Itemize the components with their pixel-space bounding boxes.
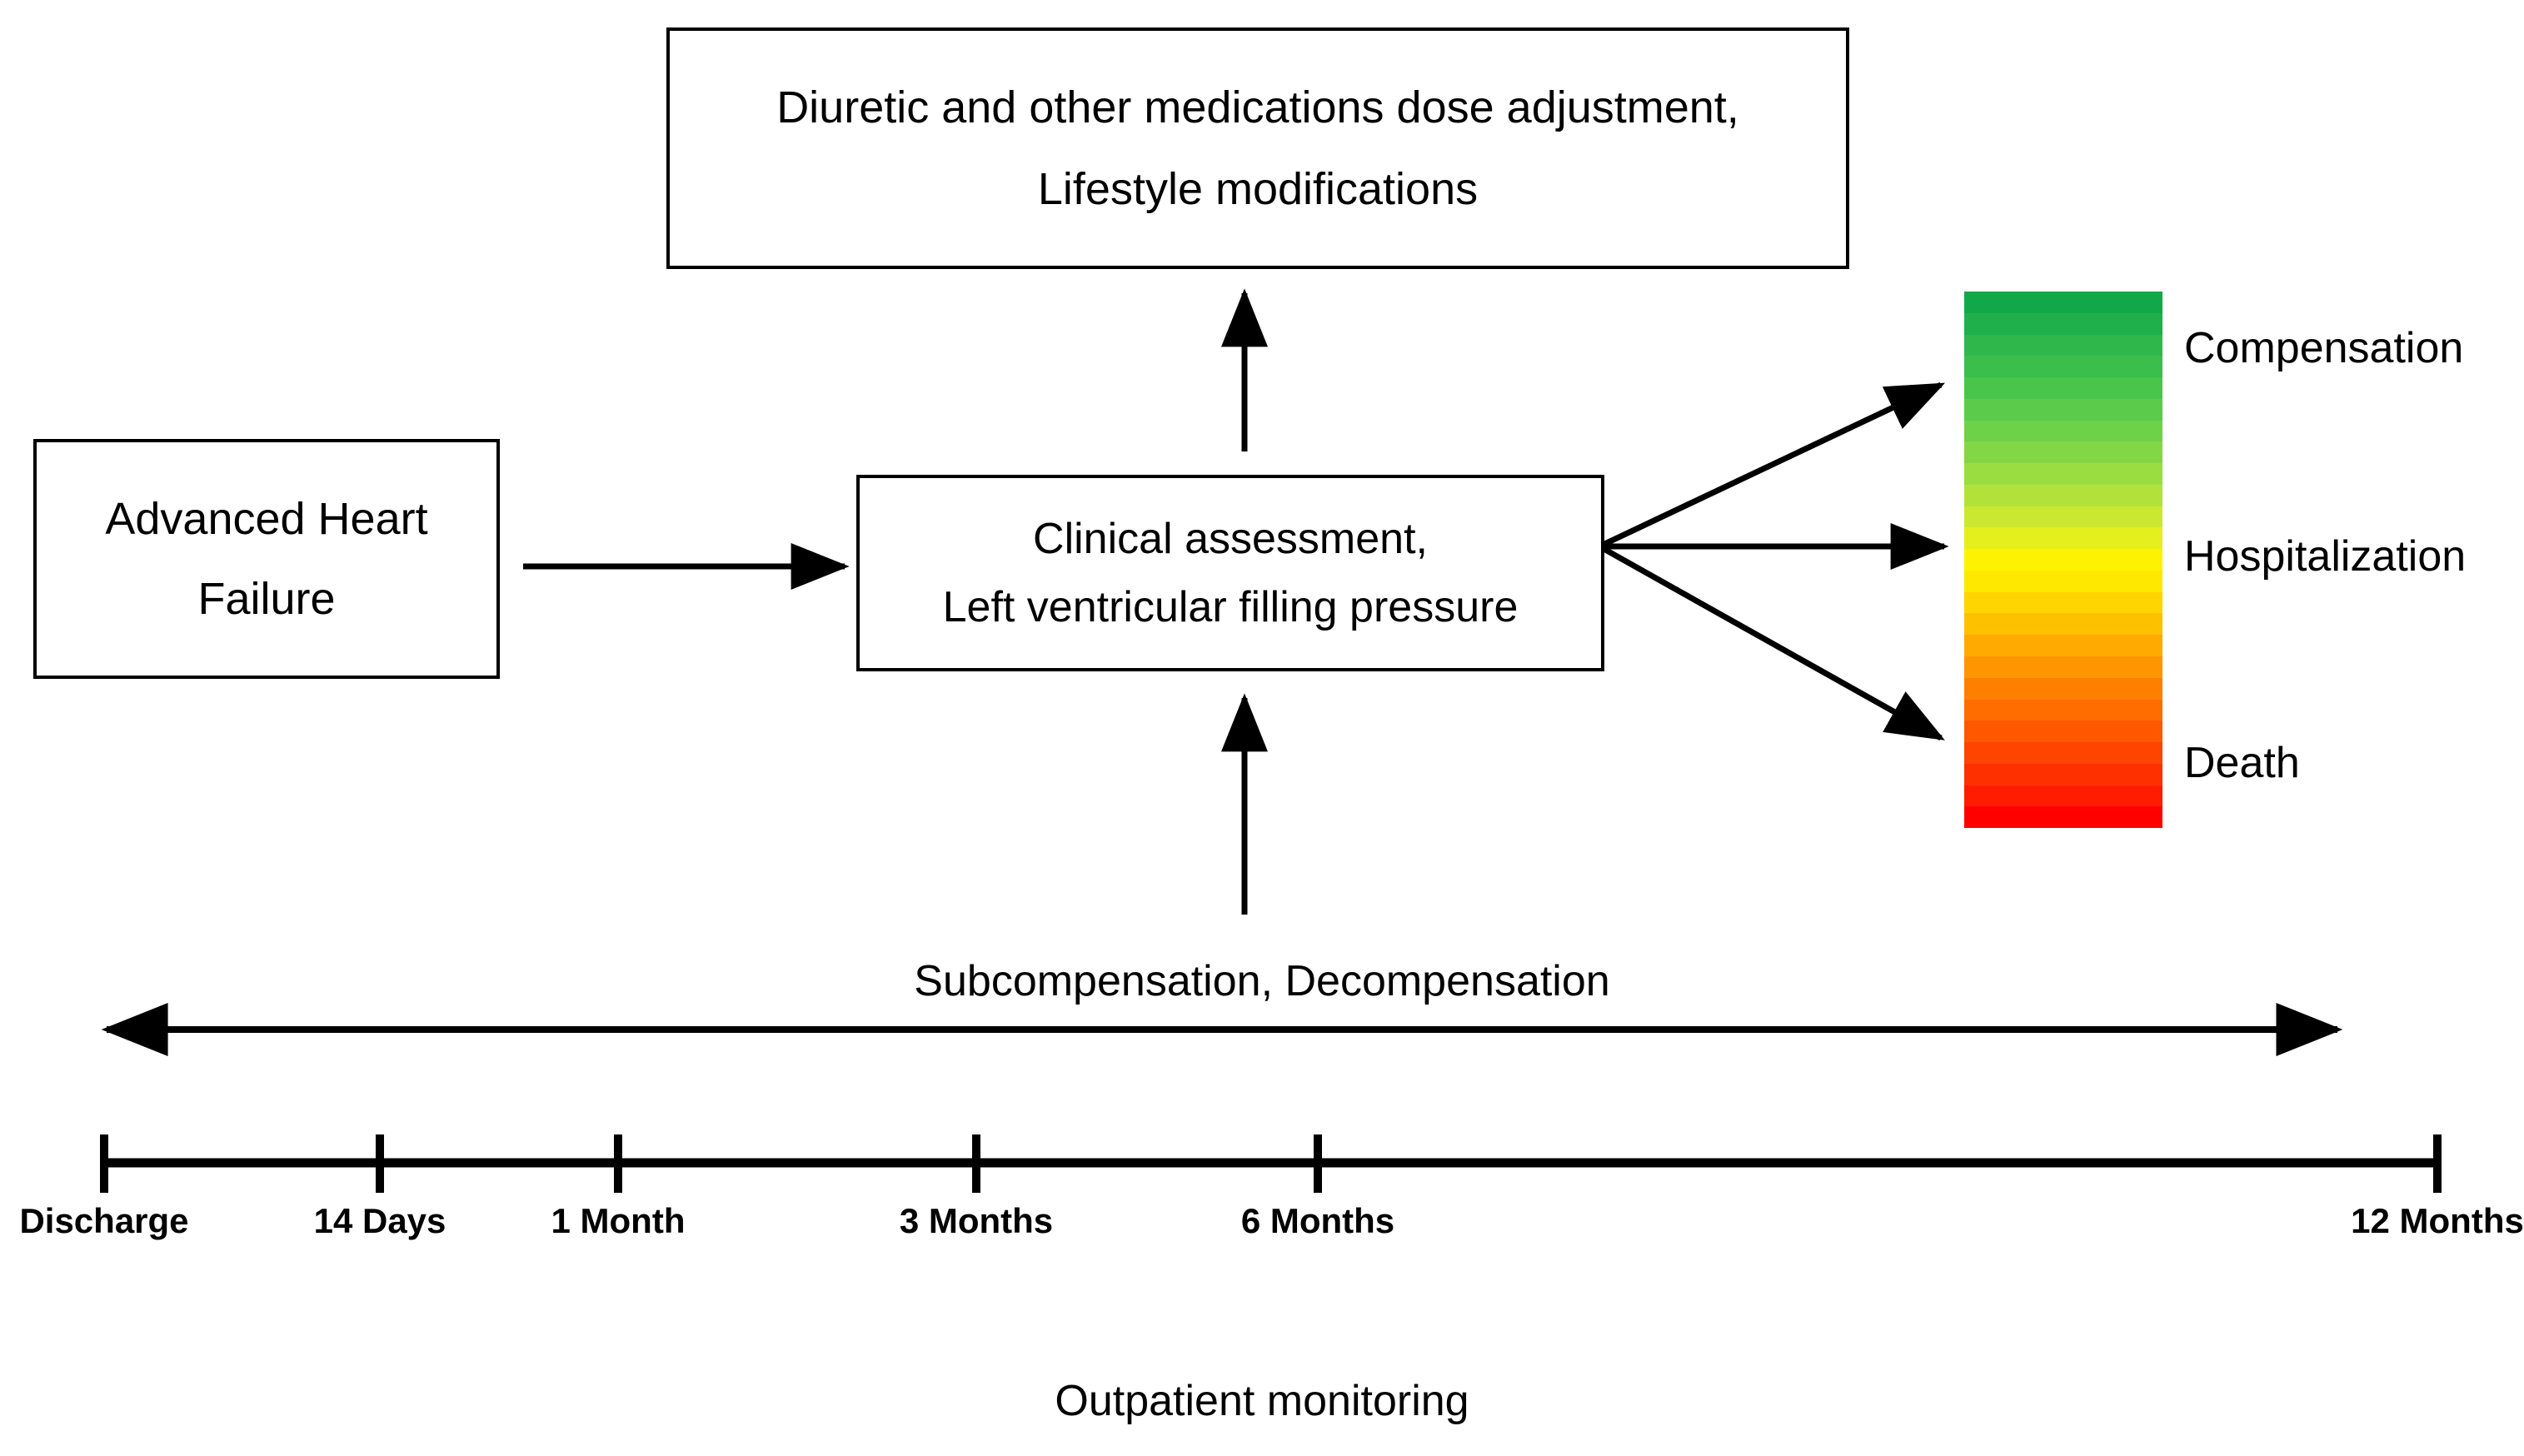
subcompensation-decompensation-label: Subcompensation, Decompensation	[914, 957, 1610, 1005]
colorbar-band-19	[1964, 699, 2162, 721]
colorbar-band-13	[1964, 570, 2162, 592]
treatment-line-2: Lifestyle modifications	[1037, 164, 1479, 214]
treatment-box: Diuretic and other medications dose adju…	[666, 27, 1849, 269]
advanced-heart-failure-box: Advanced Heart Failure	[33, 439, 500, 679]
outcome-label-death: Death	[2184, 739, 2300, 787]
colorbar-band-18	[1964, 677, 2162, 700]
arrow-assessment-to-compensation	[1598, 381, 1946, 550]
timeline-tick-label-4: 6 Months	[1240, 1201, 1395, 1240]
colorbar-band-17	[1964, 656, 2162, 678]
outcome-severity-colorbar	[1964, 292, 2162, 829]
treatment-line-1: Diuretic and other medications dose adju…	[776, 82, 1739, 132]
colorbar-band-15	[1964, 613, 2162, 636]
colorbar-band-16	[1964, 635, 2162, 657]
clinical-assessment-box: Clinical assessment, Left ventricular fi…	[856, 475, 1604, 671]
colorbar-band-24	[1964, 806, 2162, 829]
colorbar-band-1	[1964, 312, 2162, 335]
colorbar-band-0	[1964, 292, 2162, 313]
colorbar-band-4	[1964, 377, 2162, 399]
outcome-label-hospitalization: Hospitalization	[2184, 532, 2467, 581]
colorbar-band-14	[1964, 591, 2162, 614]
ahf-line-1: Advanced Heart	[105, 494, 428, 544]
colorbar-band-12	[1964, 549, 2162, 571]
colorbar-band-21	[1964, 742, 2162, 764]
colorbar-band-3	[1964, 356, 2162, 378]
timeline-tick-label-0: Discharge	[19, 1201, 189, 1240]
timeline-ticks	[100, 1134, 2442, 1193]
assessment-line-1: Clinical assessment,	[1033, 515, 1428, 563]
assessment-line-2: Left ventricular filling pressure	[942, 583, 1519, 631]
timeline-tick-label-2: 1 Month	[551, 1201, 686, 1240]
timeline-tick-label-1: 14 Days	[313, 1201, 446, 1240]
colorbar-band-22	[1964, 763, 2162, 785]
colorbar-band-6	[1964, 420, 2162, 442]
timeline-tick-label-5: 12 Months	[2351, 1201, 2524, 1240]
outcome-label-compensation: Compensation	[2184, 324, 2464, 372]
colorbar-band-2	[1964, 334, 2162, 357]
colorbar-band-7	[1964, 441, 2162, 464]
timeline-tick-label-3: 3 Months	[899, 1201, 1054, 1240]
ahf-line-2: Failure	[197, 574, 336, 624]
colorbar-band-23	[1964, 785, 2162, 807]
colorbar-band-9	[1964, 484, 2162, 506]
arrow-assessment-to-death	[1598, 543, 1945, 741]
colorbar-band-5	[1964, 398, 2162, 421]
outpatient-monitoring-caption: Outpatient monitoring	[1055, 1377, 1469, 1425]
colorbar-band-11	[1964, 527, 2162, 550]
colorbar-band-8	[1964, 463, 2162, 485]
colorbar-band-10	[1964, 506, 2162, 528]
colorbar-band-20	[1964, 721, 2162, 743]
